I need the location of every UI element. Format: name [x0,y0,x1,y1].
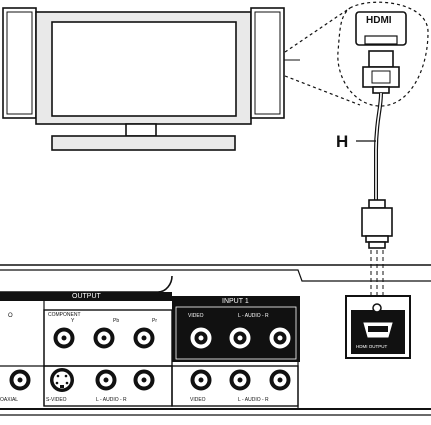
output-header-bar [0,292,172,301]
device-back-panel [0,264,431,416]
input-audio-label: L - AUDIO - R [238,313,269,319]
input-audio-l-jack [229,327,251,349]
lower-video-jack [190,369,212,391]
component-y-label: Y [71,318,75,324]
hdmi-output-port [345,295,411,359]
lower-video-label: VIDEO [190,397,206,403]
output-audio-r-jack [133,369,155,391]
output-left-fragment: O [8,313,13,319]
input-video-label: VIDEO [188,313,204,319]
coaxial-label: OAXIAL [0,397,19,403]
hdmi-port-label: HDMI [366,15,392,26]
output-audio-l-jack [95,369,117,391]
input-audio-r-jack [269,327,291,349]
hdmi-plug-top [362,50,400,94]
hdmi-output-label: HDMI OUTPUT [356,344,388,349]
hdmi-plug-bottom [361,199,393,304]
component-pb-label: Pb [113,318,120,324]
output-audio-label: L - AUDIO - R [96,397,127,403]
coaxial-jack [9,369,31,391]
svideo-jack [50,368,74,392]
component-pb-jack [93,327,115,349]
cable-label: H [336,132,349,151]
component-y-jack [53,327,75,349]
component-pr-jack [133,327,155,349]
hdmi-port-callout [284,1,429,107]
lower-audio-r-jack [269,369,291,391]
svideo-label: S-VIDEO [46,397,67,403]
component-pr-label: Pr [152,318,157,324]
output-header: OUTPUT [72,293,101,300]
tv-illustration [2,7,300,151]
input1-header: INPUT 1 [222,298,249,305]
input-video-jack [190,327,212,349]
lower-audio-l-jack [229,369,251,391]
component-jacks-group [0,300,299,408]
lower-audio-label: L - AUDIO - R [238,397,269,403]
component-label: COMPONENT [48,312,81,318]
